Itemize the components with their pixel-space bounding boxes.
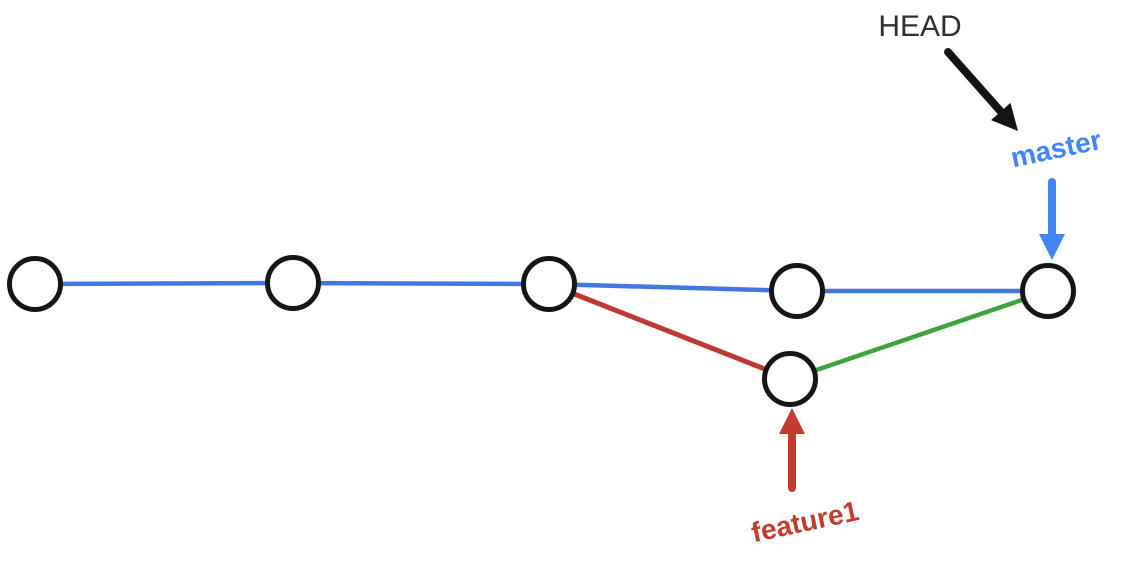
master-edge-1 [32, 280, 296, 287]
head-arrow-shaft [944, 48, 1009, 121]
commit-node-commit-4 [769, 263, 825, 319]
commit-node-commit-feature1 [762, 351, 818, 407]
commit-node-commit-3 [521, 256, 577, 312]
branch-edges-layer [32, 280, 1051, 382]
feature1-arrow-head-icon [779, 408, 805, 434]
commit-node-commit-5-master-head [1020, 263, 1076, 319]
master-arrow-head-icon [1039, 234, 1065, 260]
head-arrow-head-icon [991, 102, 1018, 131]
master-ref-label: master [1008, 124, 1104, 173]
commit-node-commit-2 [265, 255, 321, 311]
commit-nodes-layer [7, 255, 1076, 407]
master-edge-2 [290, 280, 552, 287]
feature1-merge-edge [787, 288, 1051, 382]
master-edge-3 [546, 281, 800, 294]
pointer-arrows-layer [779, 48, 1065, 492]
feature1-branch-edge [546, 281, 793, 382]
commit-node-commit-1 [7, 256, 63, 312]
feature1-ref-label: feature1 [749, 495, 862, 548]
head-ref-label: HEAD [878, 10, 961, 43]
